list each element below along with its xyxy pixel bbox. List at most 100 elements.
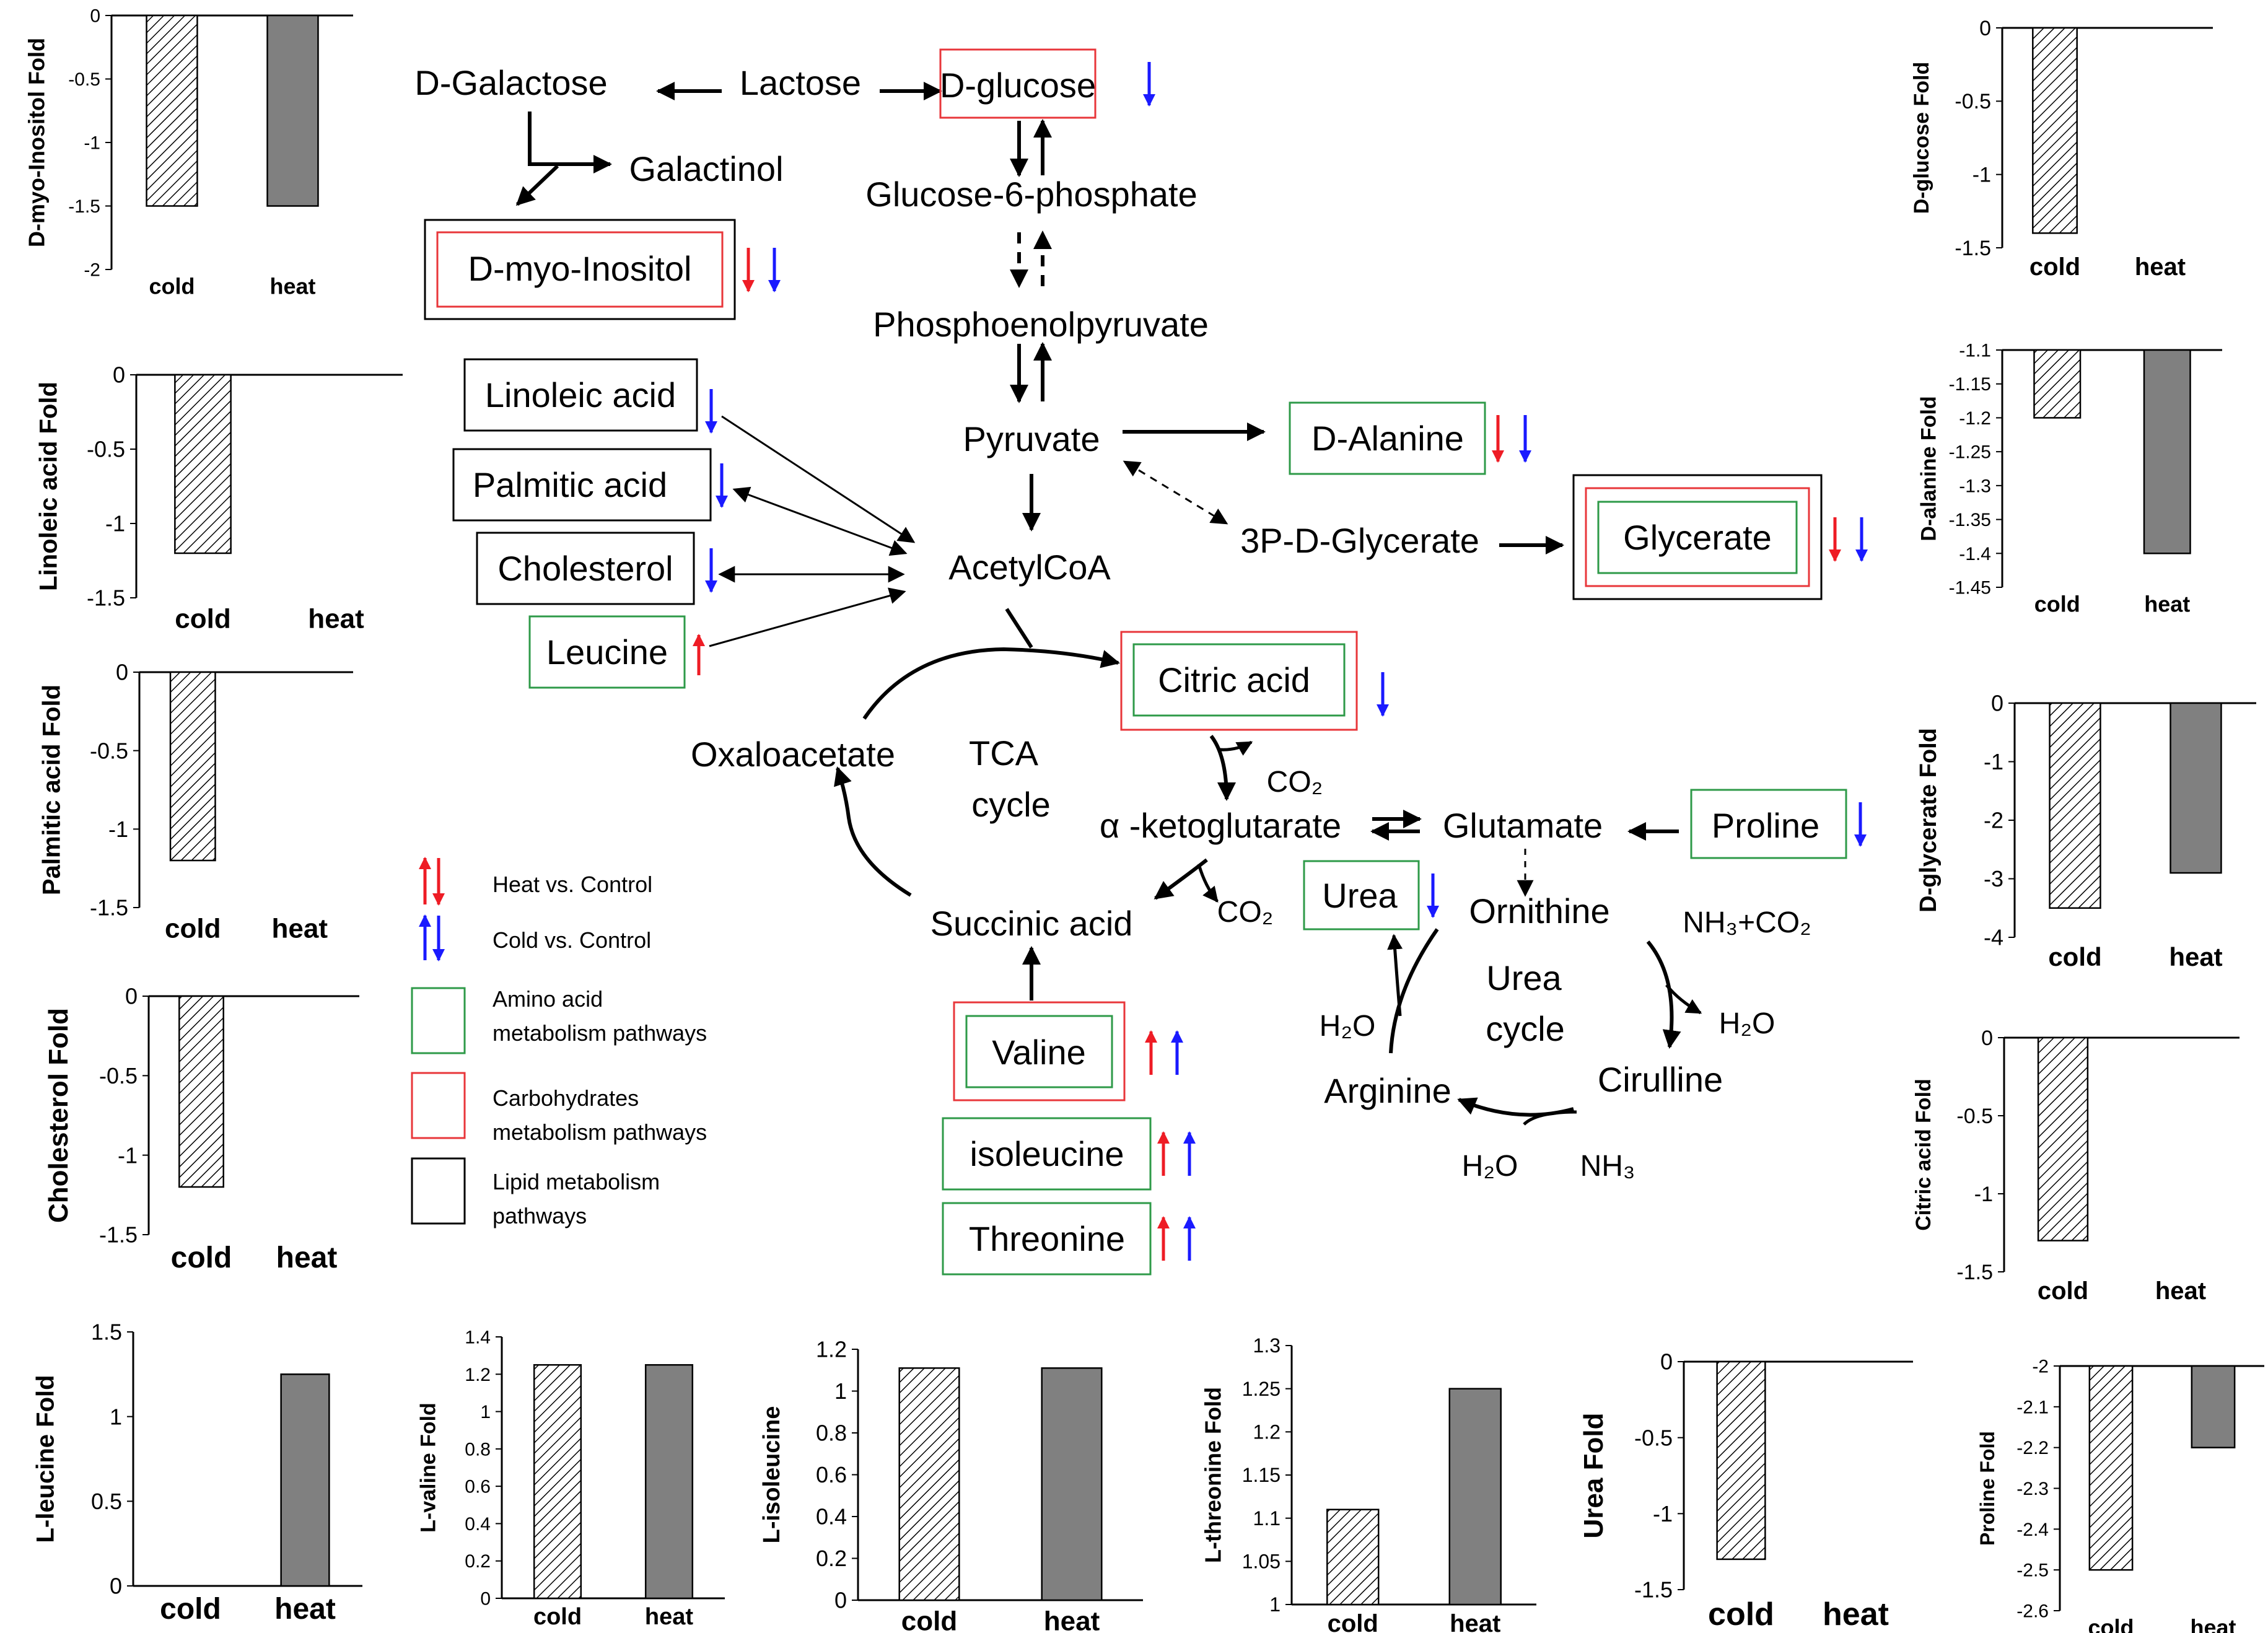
y-axis-label: L-valine Fold: [417, 1403, 440, 1533]
box-isoleucine: [942, 1117, 1152, 1191]
box-threonine: [942, 1202, 1152, 1276]
category-label-cold: cold: [1328, 1610, 1378, 1633]
label-d-alanine: D-Alanine: [1311, 419, 1464, 458]
y-tick-label: 0.4: [465, 1514, 491, 1534]
y-tick-label: 1.25: [1242, 1378, 1281, 1400]
bar-cold: [2037, 1036, 2089, 1241]
category-label-heat: heat: [269, 274, 315, 299]
y-axis-label: D-alanine Fold: [1917, 396, 1941, 541]
y-tick-label: -0.5: [1955, 90, 1991, 113]
bar-cold: [174, 374, 232, 554]
label-co2-2: CO₂: [1217, 896, 1274, 929]
box-glycerate-outer: [1572, 474, 1823, 600]
label-d-glucose: D-glucose: [940, 66, 1096, 105]
legend-lipid-swatch: [411, 1157, 466, 1225]
y-tick-label: 0.2: [816, 1546, 847, 1571]
y-tick-label: 1: [110, 1404, 122, 1429]
y-tick-label: 0: [116, 660, 128, 685]
y-axis-label: D-glycerate Fold: [1916, 728, 1942, 913]
arrow-urea-cycle-ornithine-cirulline: [1646, 940, 1681, 1049]
y-tick-label: -1: [105, 511, 125, 536]
label-cholesterol: Cholesterol: [497, 549, 673, 588]
y-tick-label: 1.3: [1253, 1334, 1281, 1357]
y-tick-label: -0.5: [1956, 1105, 1993, 1128]
category-label-cold: cold: [2048, 942, 2101, 971]
legend-amino-label-2: metabolism pathways: [493, 1020, 707, 1046]
arrow-co2-release-1: [1219, 740, 1253, 756]
y-tick-label: -0.5: [68, 69, 100, 90]
category-label-heat: heat: [2135, 253, 2186, 281]
arrow-galactose-inositol: [515, 164, 559, 206]
category-label-cold: cold: [165, 913, 221, 943]
label-arginine: Arginine: [1324, 1071, 1451, 1110]
label-glycerate: Glycerate: [1623, 518, 1772, 557]
label-linoleic-acid: Linoleic acid: [485, 375, 676, 414]
arrow-akg-succinic: [1154, 858, 1208, 900]
y-tick-label: -4: [1984, 925, 2003, 950]
y-tick-label: -1.5: [1956, 1261, 1993, 1284]
y-tick-label: -2.5: [2016, 1561, 2049, 1581]
y-tick-label: -1.5: [1634, 1577, 1673, 1603]
y-tick-label: -2: [2032, 1357, 2049, 1377]
category-label-cold: cold: [171, 1241, 232, 1274]
label-succinic-acid: Succinic acid: [930, 904, 1133, 943]
y-tick-label: 0.2: [465, 1551, 491, 1572]
y-tick-label: -1: [1972, 164, 1991, 187]
y-tick-label: 0: [110, 1574, 122, 1599]
y-tick-label: 0.4: [816, 1504, 847, 1530]
label-pyruvate: Pyruvate: [963, 419, 1100, 458]
y-axis-label: Urea Fold: [1578, 1413, 1609, 1539]
label-glutamate: Glutamate: [1443, 806, 1603, 845]
label-d-myo-inositol: D-myo-Inositol: [468, 249, 692, 288]
bar-cold: [898, 1367, 960, 1601]
category-label-heat: heat: [272, 913, 328, 943]
category-label-heat: heat: [308, 603, 364, 634]
label-3p-d-glycerate: 3P-D-Glycerate: [1240, 521, 1479, 560]
y-tick-label: 0.8: [816, 1421, 847, 1446]
legend-carb-swatch: [411, 1072, 466, 1139]
y-tick-label: -1.45: [1949, 578, 1991, 598]
bar-cold: [2049, 702, 2101, 909]
label-h2o-1: H₂O: [1320, 1010, 1376, 1043]
arrow-linoleic-acetylcoa: [721, 415, 916, 543]
pathway-boxes: [424, 48, 1847, 1276]
label-citric-acid: Citric acid: [1158, 660, 1310, 699]
label-tca-cycle: cycle: [971, 785, 1051, 824]
bar-cold: [2088, 1365, 2134, 1571]
category-label-heat: heat: [274, 1593, 336, 1626]
label-threonine: Threonine: [969, 1219, 1125, 1258]
y-tick-label: -1.5: [1955, 237, 1991, 260]
y-axis-label: Proline Fold: [1976, 1431, 1999, 1546]
y-tick-label: 1.1: [1253, 1507, 1281, 1530]
box-d-glucose: [939, 48, 1097, 119]
bar-cold: [533, 1364, 582, 1600]
y-tick-label: 0.6: [816, 1462, 847, 1487]
y-tick-label: -1.5: [87, 585, 125, 611]
label-proline: Proline: [1712, 806, 1819, 845]
box-palmitic: [452, 448, 712, 522]
legend-cold-label: Cold vs. Control: [493, 927, 651, 953]
arrow-urea-out: [1387, 934, 1403, 1017]
y-tick-label: 1: [480, 1402, 491, 1422]
box-valine-inner: [965, 1015, 1113, 1088]
category-label-cold: cold: [901, 1606, 957, 1633]
box-glycerate-inner: [1597, 501, 1798, 574]
y-tick-label: 0: [1660, 1349, 1673, 1375]
y-tick-label: 1: [834, 1378, 847, 1404]
y-tick-label: -3: [1984, 866, 2003, 891]
category-label-cold: cold: [149, 274, 195, 299]
y-tick-label: -2.3: [2016, 1479, 2049, 1499]
y-tick-label: -1.15: [1949, 374, 1991, 395]
category-label-cold: cold: [1708, 1596, 1774, 1632]
category-label-heat: heat: [1044, 1606, 1100, 1633]
label-phosphoenolpyruvate: Phosphoenolpyruvate: [873, 305, 1209, 344]
legend-lipid-label: Lipid metabolism: [493, 1169, 660, 1194]
label-isoleucine: isoleucine: [970, 1134, 1124, 1173]
category-label-heat: heat: [2190, 1615, 2236, 1633]
